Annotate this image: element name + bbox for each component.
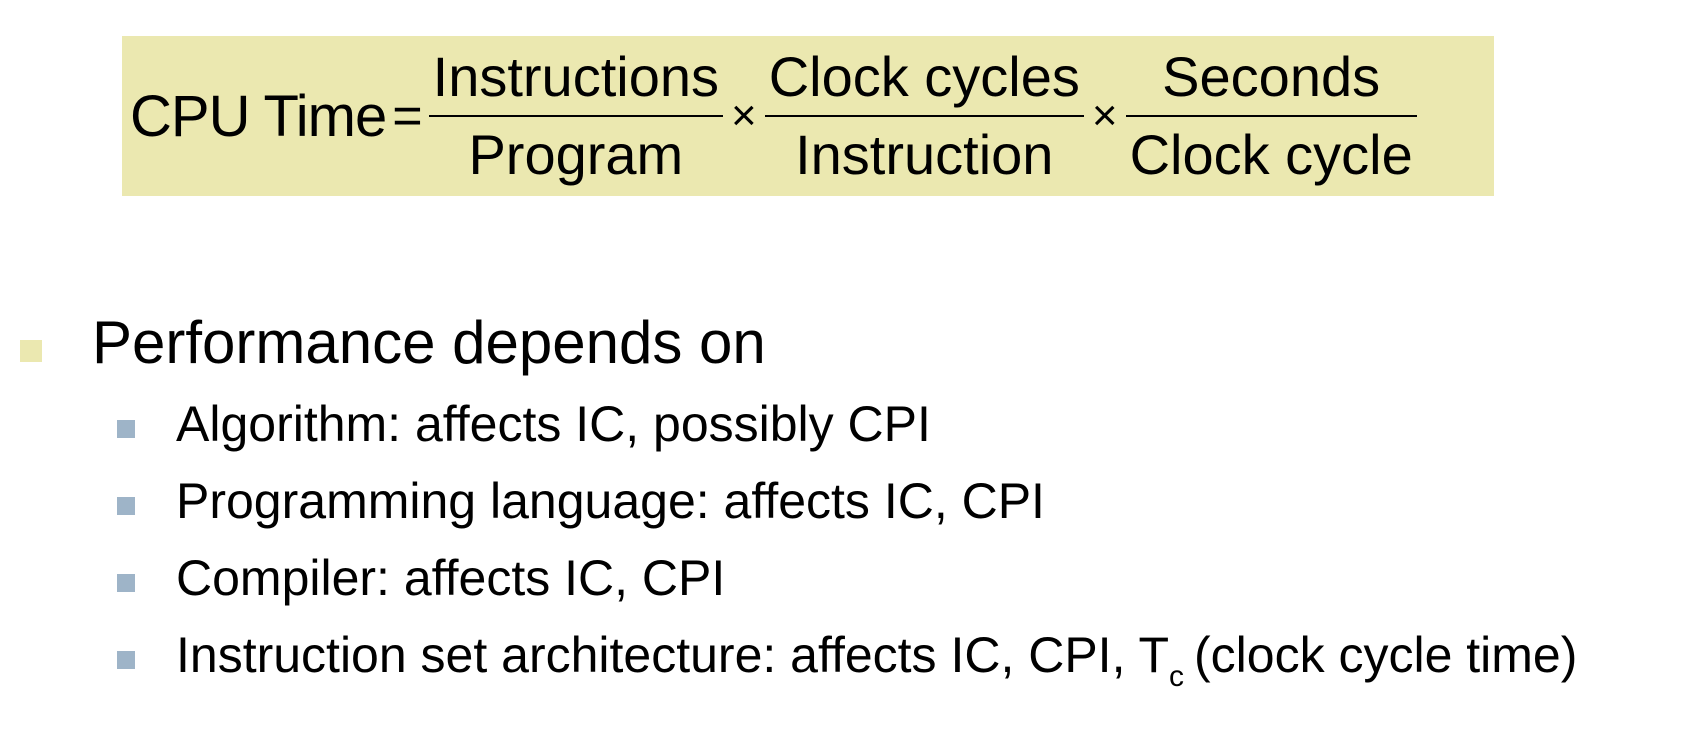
square-bullet-icon [20, 340, 42, 362]
fraction-bar [1125, 115, 1417, 117]
sub-bullet-text: Algorithm: affects IC, possibly CPI [176, 396, 931, 452]
square-bullet-icon [117, 420, 135, 438]
fraction-denominator: Program [468, 123, 684, 186]
sub-bullet-text: Compiler: affects IC, CPI [176, 550, 726, 606]
sub-bullet-programming-language: Programming language: affects IC, CPI [0, 467, 1706, 544]
fraction-seconds-per-cycle: Seconds Clock cycle [1125, 39, 1417, 193]
fraction-bar [764, 115, 1084, 117]
sub-bullet-text-isa: Instruction set architecture: affects IC… [176, 625, 1577, 693]
fraction-cycles-per-instruction: Clock cycles Instruction [764, 39, 1084, 193]
sub-bullet-algorithm: Algorithm: affects IC, possibly CPI [0, 390, 1706, 467]
fraction-denominator: Instruction [795, 123, 1054, 186]
formula-equals: = [392, 87, 423, 145]
square-bullet-icon [117, 651, 135, 669]
fraction-instructions-per-program: Instructions Program [428, 39, 723, 193]
fraction-numerator: Instructions [432, 45, 719, 108]
bullet-heading: Performance depends on [0, 300, 1706, 390]
formula-times: × [1091, 91, 1118, 140]
sub-bullet-compiler: Compiler: affects IC, CPI [0, 544, 1706, 621]
sub-bullet-isa: Instruction set architecture: affects IC… [0, 621, 1706, 698]
fraction-numerator: Seconds [1162, 45, 1381, 108]
sub-bullet-text-before: Instruction set architecture: affects IC… [176, 627, 1169, 683]
square-bullet-icon [117, 574, 135, 592]
square-bullet-icon [117, 497, 135, 515]
cpu-time-formula: CPU Time = Instructions Program × Clock … [122, 36, 1494, 196]
subscript-c: c [1169, 660, 1184, 693]
formula-lhs: CPU Time [130, 83, 387, 149]
fraction-denominator: Clock cycle [1129, 123, 1413, 186]
fraction-numerator: Clock cycles [768, 45, 1080, 108]
fraction-bar [428, 115, 723, 117]
bullet-list: Performance depends on Algorithm: affect… [0, 300, 1706, 698]
sub-bullet-text-after: (clock cycle time) [1194, 627, 1578, 683]
formula-times: × [730, 91, 757, 140]
sub-bullet-text: Programming language: affects IC, CPI [176, 473, 1045, 529]
bullet-heading-text: Performance depends on [92, 309, 766, 376]
